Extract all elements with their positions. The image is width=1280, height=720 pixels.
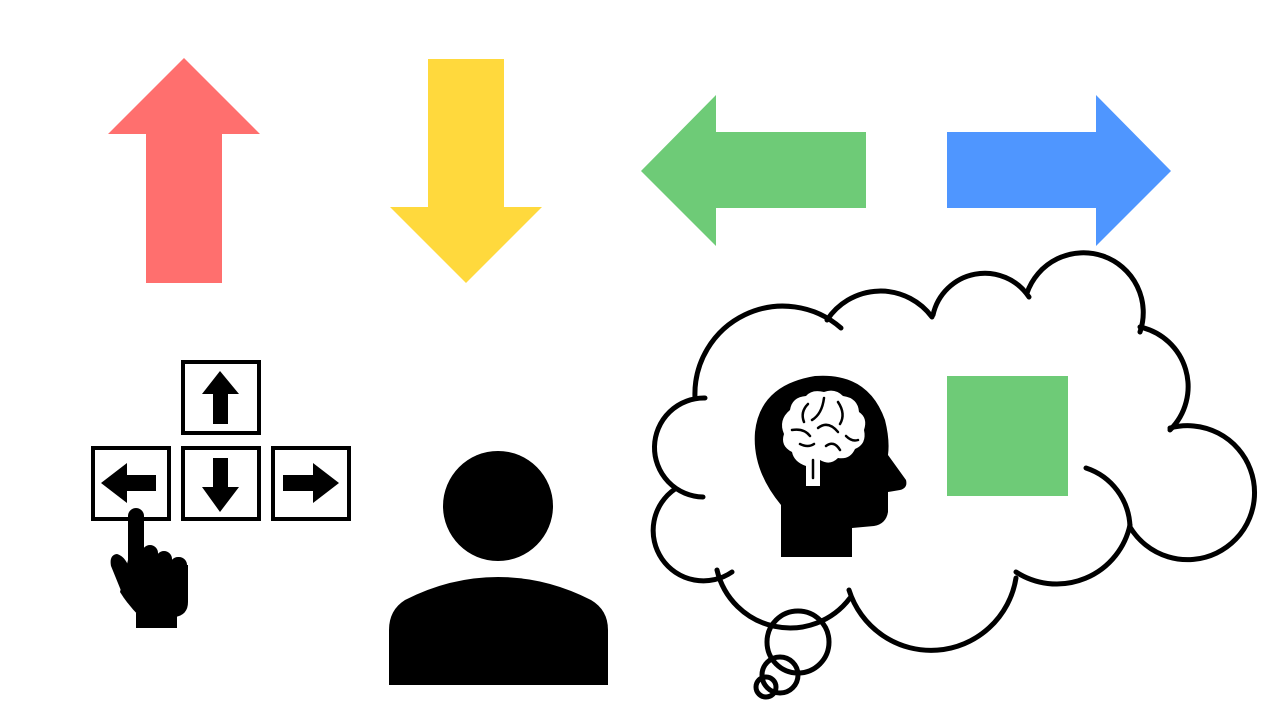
brain-folds: [790, 396, 860, 480]
pointing-hand-icon: [110, 508, 188, 628]
right-arrow: [947, 95, 1171, 246]
brain-head-icon: [754, 375, 907, 557]
arrow-keypad: [91, 360, 351, 628]
direction-arrows-row: [108, 58, 1171, 283]
key-down: [181, 446, 261, 521]
key-up: [181, 360, 261, 435]
thought-bubble: [650, 250, 1258, 700]
thought-square: [947, 376, 1068, 496]
key-right: [271, 446, 351, 521]
person-head: [443, 451, 553, 561]
thought-cloud: [650, 250, 1258, 653]
up-arrow: [108, 58, 260, 283]
left-arrow: [641, 95, 866, 246]
key-right-arrow-icon: [283, 463, 339, 503]
thought-trail: [753, 608, 832, 700]
person-body: [389, 577, 608, 685]
key-up-arrow-icon: [202, 371, 239, 424]
key-down-arrow-icon: [202, 458, 239, 512]
key-left: [91, 446, 171, 521]
down-arrow: [390, 59, 542, 283]
key-left-arrow-icon: [101, 463, 156, 503]
person-icon: [389, 451, 608, 685]
